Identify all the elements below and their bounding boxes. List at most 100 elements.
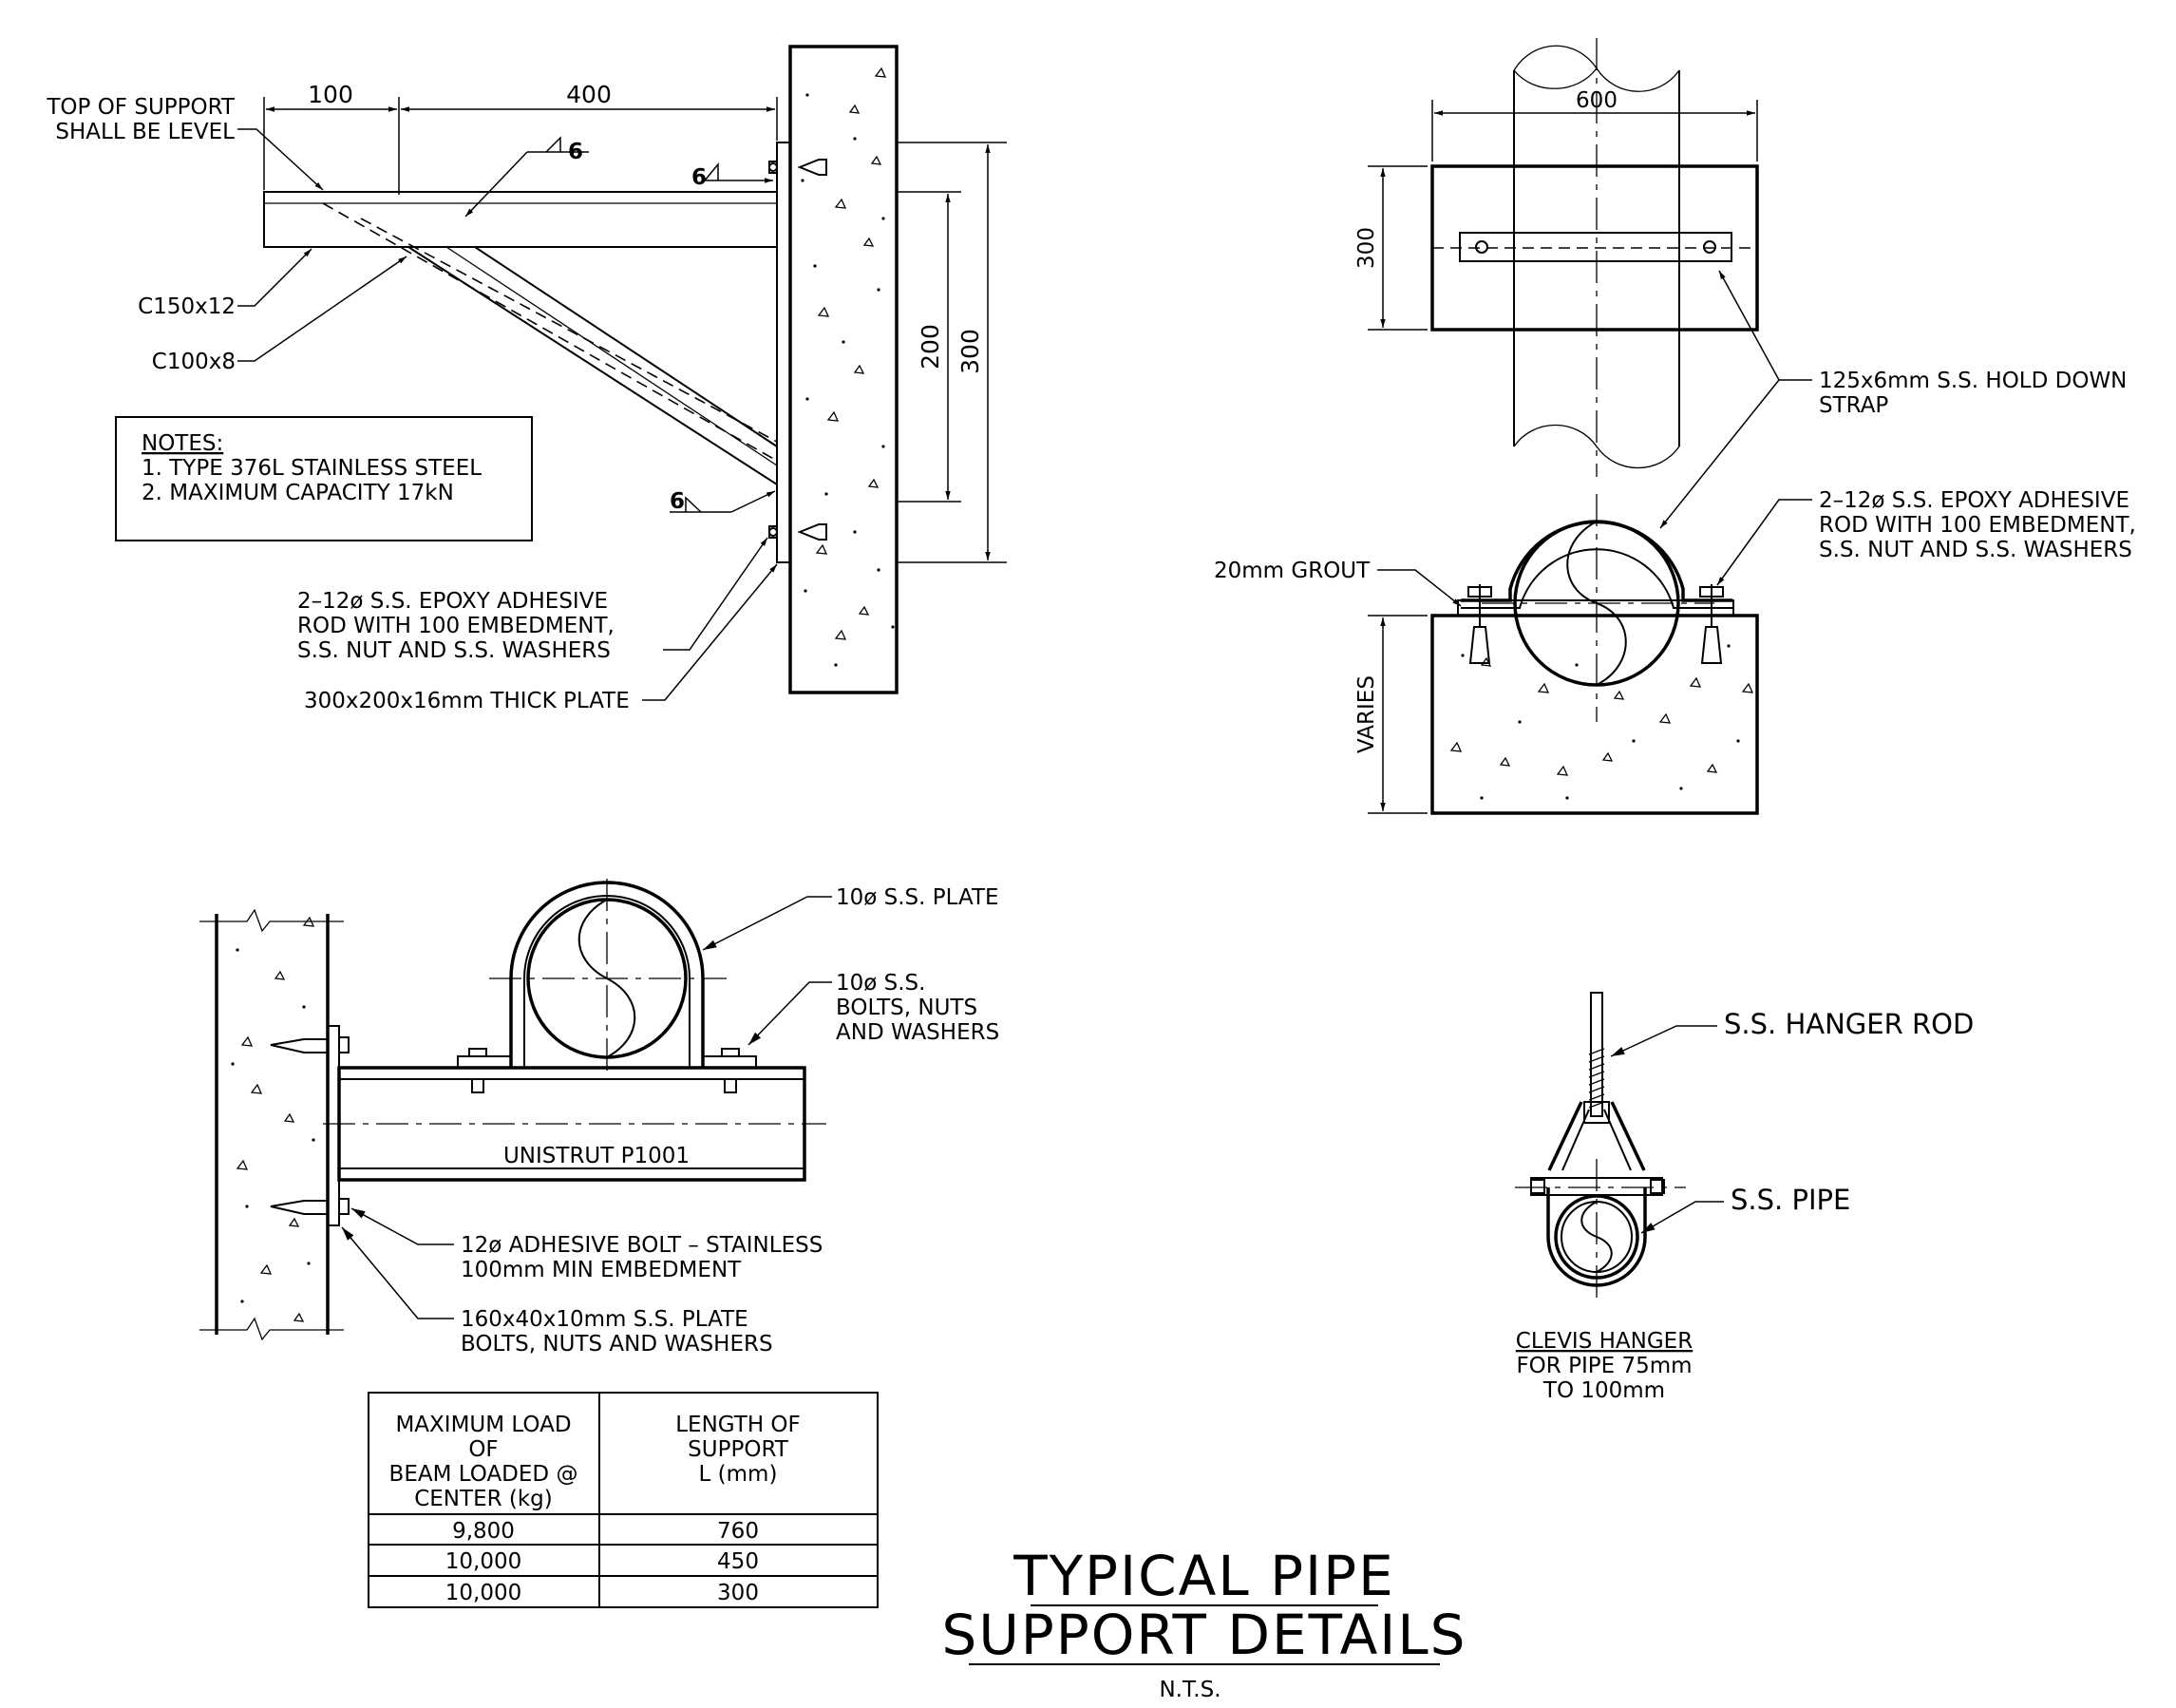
detail-a-weld-mid: 6 xyxy=(691,161,773,190)
detail-b-strap-note-line2: STRAP xyxy=(1819,393,1888,418)
detail-c-adhesive-line2: 100mm MIN EMBEDMENT xyxy=(461,1258,742,1282)
detail-a-dim-300-label: 300 xyxy=(956,329,984,374)
detail-a-anchor-top xyxy=(768,159,827,176)
table-header-load-line1: MAXIMUM LOAD xyxy=(395,1413,571,1437)
detail-d-rod-label: S.S. HANGER ROD xyxy=(1724,1008,1974,1040)
detail-b-varies-label: VARIES xyxy=(1354,675,1379,753)
detail-c-pipe-clamp xyxy=(457,879,757,1093)
table-row-1-load: 9,800 xyxy=(452,1519,515,1544)
detail-d-caption-title: CLEVIS HANGER xyxy=(1516,1329,1693,1354)
detail-b-concrete-plinth xyxy=(1430,614,1759,815)
detail-b-plinth-support: 600 300 xyxy=(1214,38,2136,815)
table-row-3-length: 300 xyxy=(717,1581,759,1605)
detail-b-dimension-varies: VARIES xyxy=(1354,615,1428,814)
notes-item-1: 1. TYPE 376L STAINLESS STEEL xyxy=(142,456,482,481)
detail-d-pipe-label: S.S. PIPE xyxy=(1731,1184,1850,1216)
detail-c-wall xyxy=(199,908,344,1341)
detail-a-anchor-note-line3: S.S. NUT AND S.S. WASHERS xyxy=(297,638,611,663)
detail-c-side-plate-line1: 160x40x10mm S.S. PLATE xyxy=(461,1307,748,1332)
table-header-load-line3: BEAM LOADED @ xyxy=(389,1462,578,1487)
detail-a-concrete-dots xyxy=(801,93,895,667)
detail-a-dimension-200: 200 xyxy=(897,191,961,503)
detail-b-anchor-note-line1: 2–12ø S.S. EPOXY ADHESIVE xyxy=(1819,488,2129,513)
detail-a-c150-label: C150x12 xyxy=(138,294,236,319)
detail-c-side-plate-callout: 160x40x10mm S.S. PLATE BOLTS, NUTS AND W… xyxy=(341,1226,773,1357)
detail-d-rod-thread xyxy=(1588,1048,1605,1109)
detail-a-bracket: 100 400 300 200 6 6 xyxy=(46,45,1007,713)
load-table: MAXIMUM LOAD OF BEAM LOADED @ CENTER (kg… xyxy=(368,1392,879,1608)
table-row-2-load: 10,000 xyxy=(445,1549,521,1574)
table-row-1-length: 760 xyxy=(717,1519,759,1544)
detail-b-concrete-dots xyxy=(1461,644,1740,800)
detail-c-side-plate-line2: BOLTS, NUTS AND WASHERS xyxy=(461,1332,773,1357)
detail-a-top-note-line1: TOP OF SUPPORT xyxy=(46,95,236,120)
detail-a-concrete-wall xyxy=(788,45,899,694)
detail-d-clevis-hanger: S.S. HANGER ROD S.S. PIPE CLEVIS HANGER … xyxy=(1515,992,1974,1403)
title-line-2: SUPPORT DETAILS xyxy=(942,1603,1467,1667)
detail-b-anchor-callout: 2–12ø S.S. EPOXY ADHESIVE ROD WITH 100 E… xyxy=(1716,488,2136,586)
detail-c-unistrut-support: UNISTRUT P1001 10ø S.S. PLATE 10ø S.S. B… xyxy=(199,879,999,1357)
detail-b-dim-300-label: 300 xyxy=(1354,227,1379,269)
detail-d-hanger-rod xyxy=(1590,992,1603,1117)
detail-a-plate-note-text: 300x200x16mm THICK PLATE xyxy=(304,689,630,713)
notes-item-2: 2. MAXIMUM CAPACITY 17kN xyxy=(142,481,454,505)
table-header-length-line3: L (mm) xyxy=(699,1462,778,1487)
detail-a-anchor-note: 2–12ø S.S. EPOXY ADHESIVE ROD WITH 100 E… xyxy=(297,537,768,663)
detail-b-anchor-note-line2: ROD WITH 100 EMBEDMENT, xyxy=(1819,513,2136,538)
detail-c-bolt-line2: BOLTS, NUTS xyxy=(836,996,977,1020)
table-header-load-line4: CENTER (kg) xyxy=(414,1487,553,1511)
detail-a-anchor-note-line1: 2–12ø S.S. EPOXY ADHESIVE xyxy=(297,589,608,614)
detail-c-anchor-bolts xyxy=(270,1036,350,1215)
notes-heading: NOTES: xyxy=(142,431,223,456)
detail-a-dim-100-label: 100 xyxy=(308,81,353,108)
detail-a-top-channel xyxy=(263,191,778,248)
detail-a-dim-200-label: 200 xyxy=(917,324,944,370)
table-row-3-load: 10,000 xyxy=(445,1581,521,1605)
detail-a-weld-mid-label: 6 xyxy=(691,165,707,190)
table-row-2-length: 450 xyxy=(717,1549,759,1574)
detail-b-grout-callout: 20mm GROUT xyxy=(1214,559,1462,607)
detail-a-notes-box: NOTES: 1. TYPE 376L STAINLESS STEEL 2. M… xyxy=(115,416,533,541)
detail-c-bolt-line3: AND WASHERS xyxy=(836,1020,999,1045)
detail-a-dimension-100: 100 xyxy=(263,81,400,195)
detail-c-adhesive-line1: 12ø ADHESIVE BOLT – STAINLESS xyxy=(461,1233,823,1258)
detail-a-plate-note: 300x200x16mm THICK PLATE xyxy=(304,563,778,713)
detail-b-grout-label: 20mm GROUT xyxy=(1214,559,1371,583)
detail-b-concrete-hatch xyxy=(1449,656,1754,776)
detail-d-pipe-callout: S.S. PIPE xyxy=(1640,1184,1850,1234)
detail-b-anchor-note-line3: S.S. NUT AND S.S. WASHERS xyxy=(1819,538,2132,562)
detail-d-rod-callout: S.S. HANGER ROD xyxy=(1610,1008,1974,1057)
detail-c-concrete-hatch xyxy=(236,916,315,1322)
detail-c-bolt-callout: 10ø S.S. BOLTS, NUTS AND WASHERS xyxy=(747,971,999,1046)
detail-a-weld-top-label: 6 xyxy=(568,140,583,164)
detail-a-brace xyxy=(322,202,778,485)
title-line-1: TYPICAL PIPE xyxy=(1012,1544,1395,1608)
title-scale: N.T.S. xyxy=(1159,1678,1220,1702)
detail-a-concrete-hatch xyxy=(815,66,887,640)
detail-c-plate-callout: 10ø S.S. PLATE xyxy=(702,885,999,951)
detail-a-end-plate xyxy=(776,142,791,563)
detail-b-strap-callout: 125x6mm S.S. HOLD DOWN STRAP xyxy=(1659,270,2127,529)
detail-b-grout xyxy=(1457,599,1734,617)
detail-a-c100-label: C100x8 xyxy=(152,350,236,374)
table-header-length-line1: LENGTH OF xyxy=(675,1413,801,1437)
table-header-length-line2: SUPPORT xyxy=(688,1437,789,1462)
detail-b-dimension-300: 300 xyxy=(1354,165,1428,331)
detail-d-caption-line1: FOR PIPE 75mm xyxy=(1516,1354,1692,1378)
detail-c-adhesive-callout: 12ø ADHESIVE BOLT – STAINLESS 100mm MIN … xyxy=(350,1207,823,1282)
detail-a-top-note-line2: SHALL BE LEVEL xyxy=(55,120,235,144)
detail-b-anchors xyxy=(1467,584,1724,664)
detail-d-caption-line2: TO 100mm xyxy=(1542,1378,1665,1403)
detail-b-strap-note-line1: 125x6mm S.S. HOLD DOWN xyxy=(1819,369,2127,393)
detail-a-member-labels: C150x12 C100x8 xyxy=(138,248,407,374)
detail-c-bolt-line1: 10ø S.S. xyxy=(836,971,925,996)
detail-a-anchor-note-line2: ROD WITH 100 EMBEDMENT, xyxy=(297,614,615,638)
detail-a-anchor-bottom xyxy=(768,523,827,541)
detail-a-dimension-400: 400 xyxy=(401,81,778,141)
detail-a-dim-400-label: 400 xyxy=(566,81,612,108)
detail-a-top-note: TOP OF SUPPORT SHALL BE LEVEL xyxy=(46,95,324,191)
detail-a-weld-bottom-label: 6 xyxy=(670,489,685,514)
drawing-title: TYPICAL PIPE SUPPORT DETAILS N.T.S. xyxy=(942,1544,1467,1702)
detail-c-unistrut-label: UNISTRUT P1001 xyxy=(503,1144,690,1168)
